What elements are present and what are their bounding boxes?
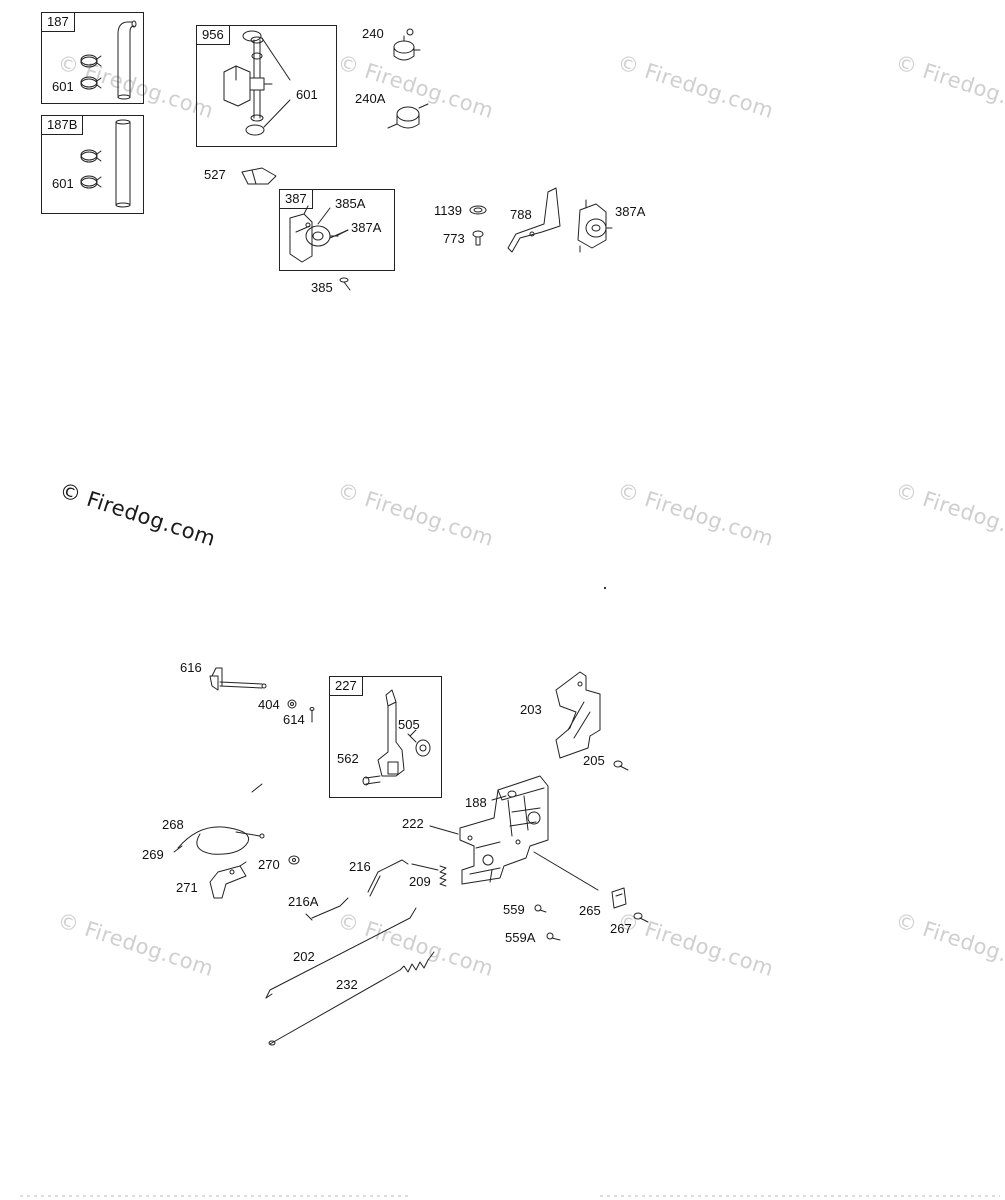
part-label: 269 (142, 847, 164, 862)
part-label: 188 (465, 795, 487, 810)
governor-spring-rod (268, 951, 435, 1046)
part-label: 404 (258, 697, 280, 712)
part-label: 614 (283, 712, 305, 727)
part-label: 202 (293, 949, 315, 964)
part-label: 773 (443, 231, 465, 246)
nut (507, 790, 517, 798)
part-label: 559 (503, 902, 525, 917)
screw (613, 760, 629, 771)
part-label: 387A (615, 204, 646, 219)
bracket (507, 187, 561, 253)
pin (309, 707, 315, 723)
part-label: 205 (583, 753, 605, 768)
part-label: 271 (176, 880, 198, 895)
part-label: 616 (180, 660, 202, 675)
part-label: 240 (362, 26, 384, 41)
part-label: 601 (296, 87, 318, 102)
fuel-pump (577, 199, 613, 253)
part-label: 385A (335, 196, 366, 211)
part-label: 601 (52, 79, 74, 94)
part-label: 267 (610, 921, 632, 936)
part-label: 216 (349, 859, 371, 874)
screw (633, 912, 649, 923)
throttle-cable (173, 826, 265, 855)
part-label: 268 (162, 817, 184, 832)
part-label: 562 (337, 751, 359, 766)
control-lever (209, 861, 247, 899)
screw (534, 904, 561, 941)
bottom-edge-marks (20, 1195, 1000, 1197)
fuel-pump (289, 205, 349, 263)
washer (469, 205, 487, 215)
fuel-shutoff-valve (223, 30, 291, 136)
screw (339, 277, 351, 291)
control-bracket (555, 671, 601, 759)
governor-shaft (209, 667, 267, 691)
nut (287, 699, 297, 709)
spring (439, 865, 447, 887)
part-label: 265 (579, 903, 601, 918)
governor-lever (362, 689, 431, 786)
control-bracket-assembly (459, 775, 549, 885)
hose-clamp (80, 149, 102, 189)
fuel-filter (393, 28, 421, 61)
group-box-187b: 187B (41, 115, 144, 214)
part-label: 505 (398, 717, 420, 732)
part-label: 601 (52, 176, 74, 191)
part-label: 527 (204, 167, 226, 182)
governor-rod (265, 907, 417, 999)
bolt (472, 230, 484, 246)
part-label: 385 (311, 280, 333, 295)
part-label: 788 (510, 207, 532, 222)
line-clip (241, 167, 277, 185)
part-label: 222 (402, 816, 424, 831)
governor-link (305, 897, 349, 921)
group-box-387: 387 (279, 189, 395, 271)
group-box-956: 956 (196, 25, 337, 147)
part-label: 559A (505, 930, 536, 945)
hose-clamp (80, 54, 102, 90)
group-box-187: 187 (41, 12, 144, 104)
group-tag: 956 (196, 25, 230, 45)
part-label: 387A (351, 220, 382, 235)
part-label: 216A (288, 894, 319, 909)
group-tag: 187B (41, 115, 84, 135)
group-tag: 227 (329, 676, 363, 696)
part-label: 232 (336, 977, 358, 992)
fuel-filter (387, 103, 429, 129)
group-tag: 387 (279, 189, 313, 209)
part-label: 1139 (434, 203, 462, 218)
nut (288, 855, 300, 865)
part-label: 209 (409, 874, 431, 889)
part-label: 240A (355, 91, 386, 106)
group-box-227: 227 (329, 676, 442, 798)
part-label: 270 (258, 857, 280, 872)
part-label: 203 (520, 702, 542, 717)
fuel-line-bent-tube (117, 20, 137, 100)
group-tag: 187 (41, 12, 75, 32)
throttle-link (367, 859, 409, 897)
cable-clamp (611, 887, 627, 909)
fuel-line-straight-tube (115, 119, 131, 208)
